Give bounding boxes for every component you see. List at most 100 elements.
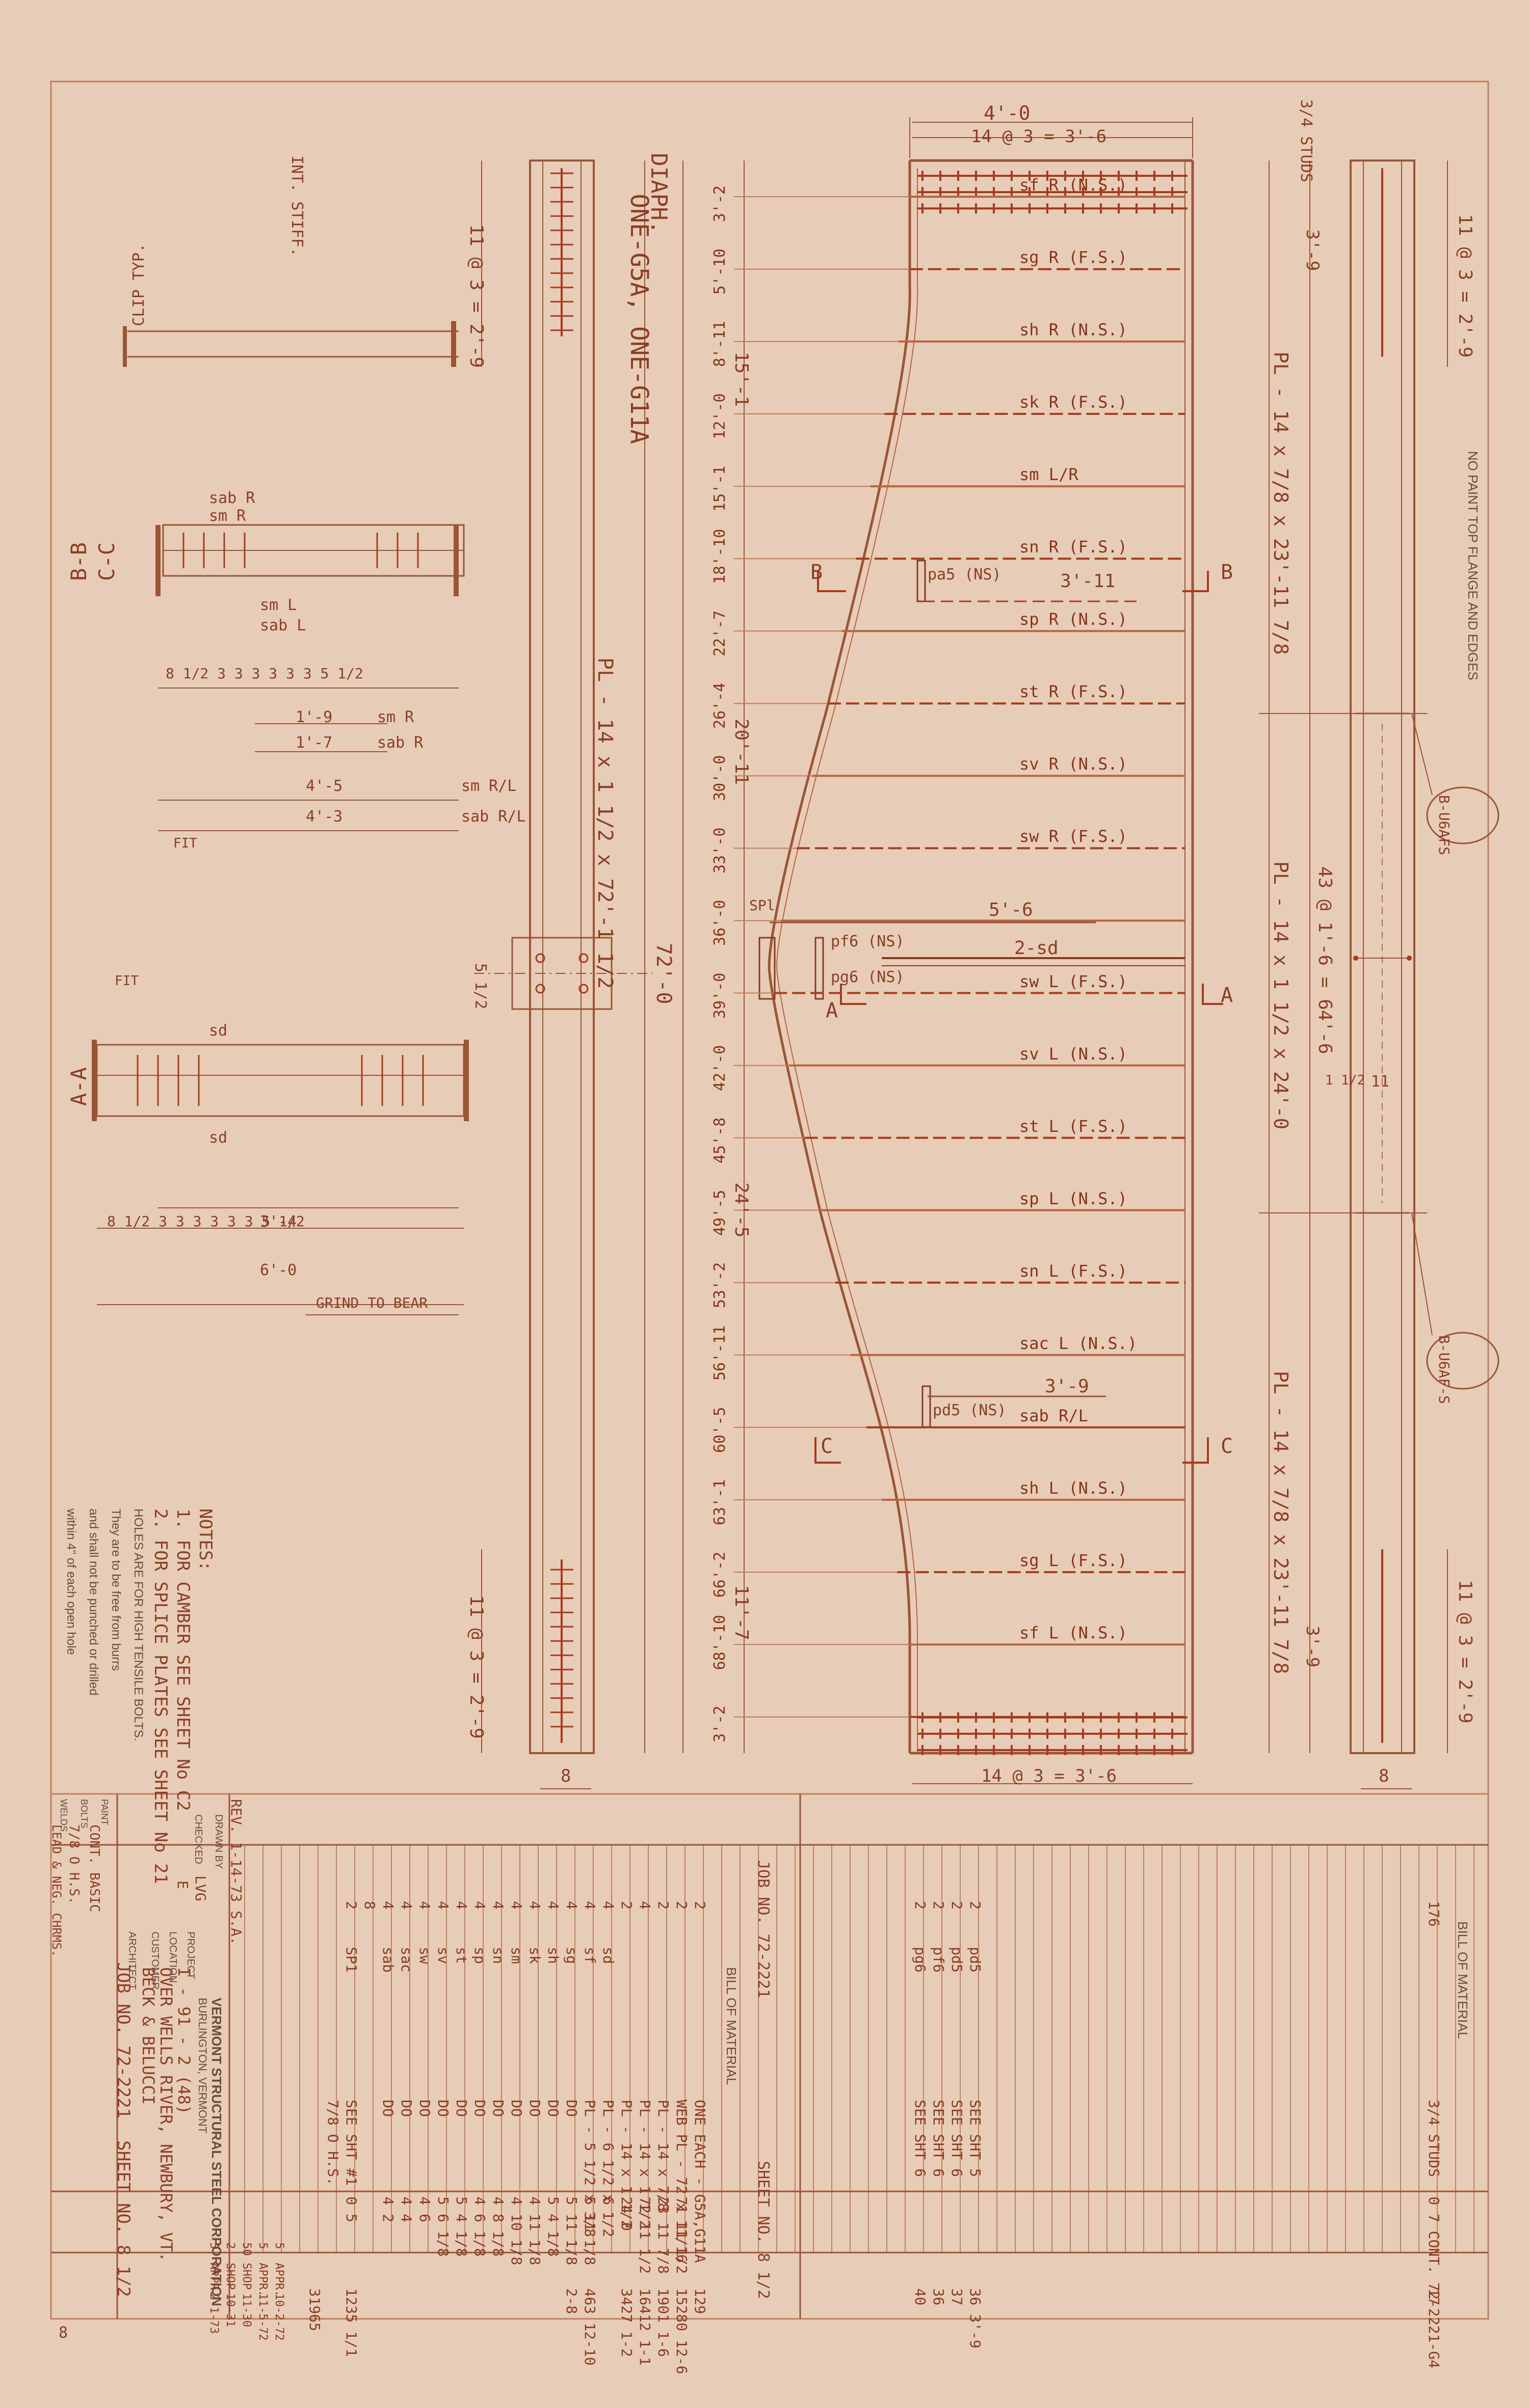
bom-lower-mark: sf <box>582 1947 598 1964</box>
bom-lower-pcs: 2 <box>912 1901 929 1910</box>
note-3: HOLES ARE FOR HIGH TENSILE BOLTS. <box>131 1509 145 1741</box>
bom-lower-desc: SEE SHT #1 <box>343 2100 360 2186</box>
dim-1-5: 1 1/2 <box>1325 1073 1365 1088</box>
bb-sab-r2: sab R <box>377 734 424 752</box>
bb-sm-rl: sm R/L <box>461 777 517 795</box>
stiffener-label: sab R/L <box>1019 1406 1088 1425</box>
bom-lower-pcs: 4 <box>490 1901 507 1910</box>
bb-sm-r2: sm R <box>377 708 414 726</box>
bom-lower-pcs: 4 <box>600 1901 617 1910</box>
spl-mark: SPl <box>749 897 775 914</box>
dim-5-6: 5'-6 <box>989 899 1033 920</box>
bom-lower-pcs: 4 <box>545 1901 562 1910</box>
stiffener-label: sv L (N.S.) <box>1019 1044 1127 1064</box>
bom-lower-desc: DO <box>398 2100 415 2117</box>
station-label: 66'-2 <box>711 1551 729 1598</box>
bb-sab-l: sab L <box>260 617 306 634</box>
print-record-no: 50 <box>240 2242 253 2256</box>
stiffener-label: sac L (N.S.) <box>1019 1333 1138 1353</box>
bom-lower-desc: DO <box>471 2100 488 2117</box>
stiffener-label: st R (F.S.) <box>1019 682 1127 702</box>
bb-d-4-5: 4'-5 <box>306 777 343 795</box>
bom-lower-mark: sw <box>416 1947 433 1964</box>
bom-lower-pcs: 4 <box>563 1901 580 1910</box>
print-record-for: SHOP <box>224 2263 236 2290</box>
bom-lower-wt: 129 <box>692 2288 708 2314</box>
bom-lower-pcs: 2 <box>343 1901 360 1910</box>
bom-lower-wt: 40 <box>912 2288 929 2306</box>
bom-lower-wt: 1235 1/1 <box>343 2288 360 2357</box>
bb-sab-r: sab R <box>209 489 255 507</box>
bb-sab-rl: sab R/L <box>461 808 526 826</box>
station-label: 56'-11 <box>711 1325 729 1381</box>
stiffener-label: sf R (N.S.) <box>1019 175 1127 195</box>
stiffener-label: sw L (F.S.) <box>1019 971 1127 991</box>
top-sub-dim: 14 @ 3 = 3'-6 <box>971 126 1107 147</box>
pd5-mark: pd5 (NS) <box>933 1401 1007 1419</box>
bom-lower-len: 5 11 1/8 <box>582 2197 598 2265</box>
bom-lower-mark: pf6 <box>930 1947 947 1973</box>
print-record-no: 5 <box>256 2242 269 2250</box>
bom-lower-desc: DO <box>453 2100 470 2117</box>
bb-chain-dim: 8 1/2 3 3 3 3 3 3 5 1/2 <box>166 665 363 682</box>
print-record-no: 2 <box>224 2242 236 2250</box>
bom-lower-desc: DO <box>526 2100 543 2117</box>
bom-lower-wt: 2-8 <box>563 2288 580 2314</box>
bom-lower-wt: 16412 1-1 <box>637 2288 653 2366</box>
bb-d-1-7: 1'-7 <box>296 734 333 752</box>
sec-c-mark-right: C <box>1221 1435 1233 1458</box>
station-label: 5'-10 <box>711 248 729 295</box>
bom-lower-pcs: 2 <box>967 1901 984 1910</box>
stiffener-label: sh R (N.S.) <box>1019 320 1127 340</box>
bom-upper-wt: 17 <box>1426 2288 1442 2306</box>
stiffener-label: sh L (N.S.) <box>1019 1478 1127 1498</box>
stiffener-label: sk R (F.S.) <box>1019 392 1127 412</box>
print-record-date: 2-1-73 <box>207 2293 220 2334</box>
two-sd: 2-sd <box>1014 938 1059 959</box>
station-label: 42'-0 <box>711 1045 729 1091</box>
station-label: 33'-0 <box>711 828 729 874</box>
bom-lower-desc: DO <box>508 2100 525 2117</box>
width-bot: 8 <box>1379 1766 1389 1786</box>
stiffener-label: sn R (F.S.) <box>1019 537 1127 557</box>
station-label: 49'-5 <box>711 1189 729 1236</box>
station-label: 18'-10 <box>711 528 729 585</box>
aa-sd-bot: sd <box>209 1129 228 1147</box>
grind-note: GRIND TO BEAR <box>316 1294 428 1311</box>
bom-lower-len: 4 10 1/8 <box>508 2197 525 2265</box>
bom-lower-pcs: 4 <box>453 1901 470 1910</box>
station-label: 12'-0 <box>711 393 729 440</box>
bom-lower-mark: pg6 <box>912 1947 929 1973</box>
bom-lower-len: 71 11 1/2 <box>673 2197 690 2274</box>
bom-lower-wt: 36 <box>930 2288 947 2306</box>
sec-a-mark-right: A <box>1221 984 1233 1007</box>
bom-lower-desc: DO <box>380 2100 397 2117</box>
bom-lower-len: 24 0 <box>618 2197 635 2231</box>
bom-lower-mark: sd <box>600 1947 617 1964</box>
bb-fit: FIT <box>173 836 197 851</box>
pa5-mark: pa5 (NS) <box>928 566 1001 584</box>
bom-lower-desc: ONE EACH - G5A,G11A <box>692 2100 708 2263</box>
stiffener-label: st L (F.S.) <box>1019 1116 1127 1136</box>
bom-lower-len: 4 8 1/8 <box>490 2197 507 2257</box>
bom-lower-len: 6 <box>600 2197 617 2205</box>
bom-lower-mark: sab <box>380 1947 397 1973</box>
bom-lower-pcs: 2 <box>692 1901 708 1910</box>
bb-d-1-9: 1'-9 <box>296 708 333 726</box>
bom-lower-mark: pd5 <box>948 1947 965 1973</box>
print-record-for: SHOP <box>240 2263 253 2290</box>
bom-lower-desc: PL - 14 x 7/8 <box>655 2100 672 2212</box>
station-label: 45'-8 <box>711 1117 729 1163</box>
bom-lower-desc: SEE SHT 5 <box>967 2100 984 2177</box>
bom-lower-desc: SEE SHT 6 <box>930 2100 947 2177</box>
station-label: 30'-0 <box>711 755 729 802</box>
bom-lower-len: 4 6 <box>416 2197 433 2222</box>
bom-lower-pcs: 4 <box>582 1901 598 1910</box>
bom-lower-pcs: 4 <box>637 1901 653 1910</box>
bom-lower-mark: sac <box>398 1947 415 1973</box>
aa-chain-dim: 8 1/2 3 3 3 3 3 3 5 1/2 <box>107 1213 305 1230</box>
sec-b-mark-left: B <box>810 561 823 584</box>
top-dim: 4'-0 <box>984 102 1031 124</box>
bom-lower-len: 72 11 1/2 <box>637 2197 653 2274</box>
